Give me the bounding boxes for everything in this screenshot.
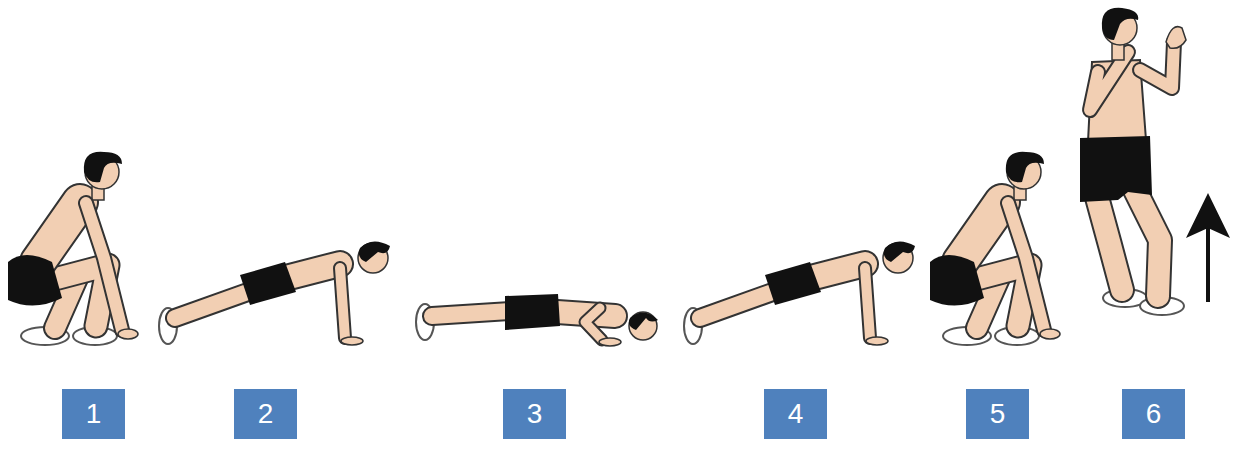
hair — [1102, 8, 1138, 40]
arm-outline — [585, 308, 602, 340]
plank-figure — [684, 241, 915, 345]
leg — [1095, 190, 1122, 290]
hand — [1166, 27, 1186, 49]
step-number-box: 3 — [503, 389, 566, 439]
step-number-box: 2 — [234, 389, 297, 439]
up-arrow-shaft — [1206, 225, 1210, 302]
step-number: 3 — [527, 400, 543, 428]
step-number-box: 4 — [764, 389, 827, 439]
leg-outline — [1095, 190, 1122, 290]
shorts — [1080, 136, 1152, 202]
step-number-box: 6 — [1122, 389, 1185, 439]
step-number-box: 5 — [966, 389, 1029, 439]
squat-figure — [8, 152, 138, 345]
arm — [1140, 42, 1174, 88]
leg-outline — [1135, 190, 1160, 296]
step-number: 6 — [1146, 400, 1162, 428]
pushup-low-figure — [416, 294, 658, 346]
jump-figure — [1080, 8, 1186, 315]
up-arrow-head — [1186, 193, 1230, 238]
squat-figure — [930, 152, 1060, 345]
hand — [599, 338, 621, 346]
step-number: 4 — [788, 400, 804, 428]
leg — [1135, 190, 1160, 296]
step-number: 1 — [86, 400, 102, 428]
hair — [629, 312, 658, 330]
step-number-box: 1 — [62, 389, 125, 439]
arm — [585, 308, 602, 340]
step-number: 5 — [990, 400, 1006, 428]
shorts — [505, 294, 560, 330]
head — [629, 312, 657, 340]
plank-figure — [159, 241, 390, 345]
step-number: 2 — [258, 400, 274, 428]
arm-outline — [1140, 42, 1174, 88]
